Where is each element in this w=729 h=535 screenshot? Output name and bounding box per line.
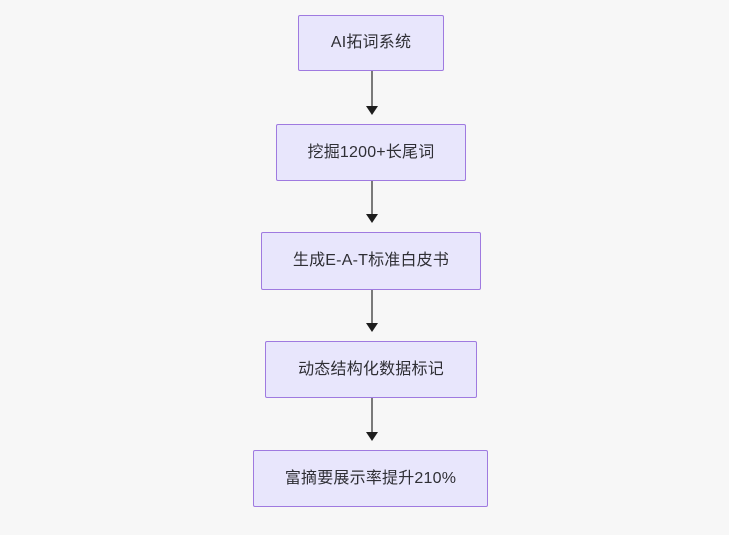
flowchart-node-rich-snippet-rate-increase[interactable]: 富摘要展示率提升210% [253, 450, 488, 507]
edge-line [371, 398, 373, 433]
edge-n1-n2 [366, 71, 378, 115]
edge-line [371, 181, 373, 215]
arrowhead-icon [366, 432, 378, 441]
node-label: 生成E-A-T标准白皮书 [292, 252, 450, 269]
flowchart-node-generate-eat-whitepaper[interactable]: 生成E-A-T标准白皮书 [261, 232, 481, 290]
edge-n2-n3 [366, 181, 378, 223]
edge-n4-n5 [366, 398, 378, 441]
flowchart-node-dynamic-structured-data-markup[interactable]: 动态结构化数据标记 [265, 341, 477, 398]
flowchart-node-ai-keyword-system[interactable]: AI拓词系统 [298, 15, 444, 71]
edge-line [371, 290, 373, 324]
flowchart-node-mine-longtail-keywords[interactable]: 挖掘1200+长尾词 [276, 124, 466, 181]
edge-line [371, 71, 373, 107]
arrowhead-icon [366, 106, 378, 115]
node-label: 动态结构化数据标记 [298, 360, 444, 378]
arrowhead-icon [366, 214, 378, 223]
node-label: AI拓词系统 [330, 34, 412, 51]
node-label: 富摘要展示率提升210% [284, 469, 457, 487]
arrowhead-icon [366, 323, 378, 332]
edge-n3-n4 [366, 290, 378, 332]
node-label: 挖掘1200+长尾词 [307, 143, 435, 161]
